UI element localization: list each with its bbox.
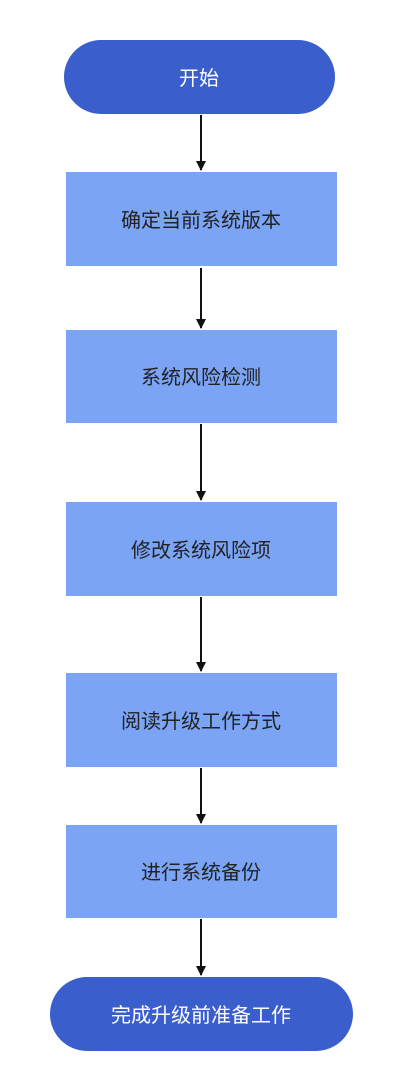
node-start: 开始 [64,40,335,114]
step4-box [66,673,337,767]
node-step1: 确定当前系统版本 [66,172,337,266]
step2-box [66,330,337,423]
step3-label: 修改系统风险项 [131,538,271,562]
start-label: 开始 [179,66,219,90]
step3-box [66,502,337,596]
start-terminal-shape [64,40,335,114]
node-step5: 进行系统备份 [66,825,337,918]
step4-label: 阅读升级工作方式 [121,709,281,733]
step1-box [66,172,337,266]
end-terminal-shape [50,977,353,1051]
node-step4: 阅读升级工作方式 [66,673,337,767]
step2-label: 系统风险检测 [141,365,261,389]
step5-box [66,825,337,918]
node-step3: 修改系统风险项 [66,502,337,596]
node-end: 完成升级前准备工作 [50,977,353,1051]
end-label: 完成升级前准备工作 [111,1003,291,1027]
step5-label: 进行系统备份 [141,860,261,884]
node-step2: 系统风险检测 [66,330,337,423]
step1-label: 确定当前系统版本 [121,208,281,232]
